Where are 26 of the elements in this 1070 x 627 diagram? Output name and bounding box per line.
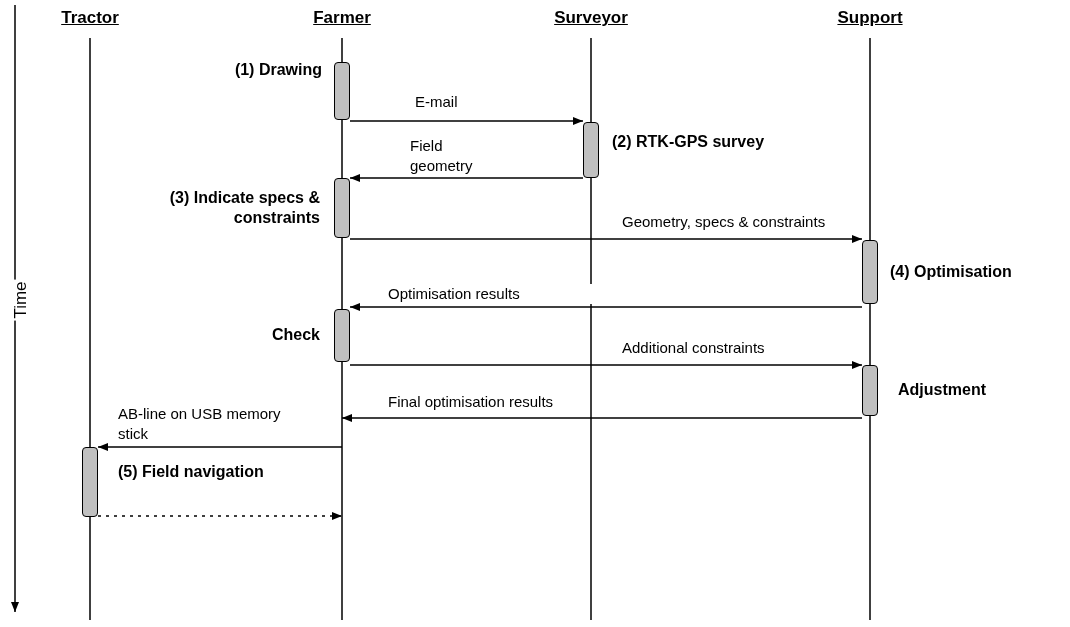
lifeline-header: Tractor bbox=[61, 8, 119, 28]
message-arrow bbox=[349, 235, 863, 243]
activation-bar bbox=[82, 447, 98, 517]
message-arrow bbox=[341, 414, 863, 422]
step-label: (3) Indicate specs & constraints bbox=[168, 188, 320, 228]
activation-bar bbox=[862, 240, 878, 304]
activation-bar bbox=[862, 365, 878, 416]
step-label: Check bbox=[270, 325, 320, 345]
message-arrow bbox=[349, 174, 584, 182]
message-arrow bbox=[97, 443, 343, 451]
message-arrow bbox=[349, 117, 584, 125]
activation-bar bbox=[334, 178, 350, 238]
activation-bar bbox=[583, 122, 599, 178]
step-label: (4) Optimisation bbox=[890, 262, 1013, 282]
lifeline-header: Farmer bbox=[313, 8, 371, 28]
lifeline-header: Surveyor bbox=[554, 8, 628, 28]
dotted-arrow bbox=[97, 512, 343, 520]
lifeline-header: Support bbox=[837, 8, 903, 28]
message-arrow bbox=[349, 303, 863, 311]
step-label: Adjustment bbox=[898, 380, 987, 400]
message-arrow bbox=[349, 361, 863, 369]
activation-bar bbox=[334, 309, 350, 362]
step-label: (5) Field navigation bbox=[118, 462, 265, 482]
step-label: (2) RTK-GPS survey bbox=[612, 132, 766, 152]
step-label: (1) Drawing bbox=[233, 60, 322, 80]
activation-bar bbox=[334, 62, 350, 120]
